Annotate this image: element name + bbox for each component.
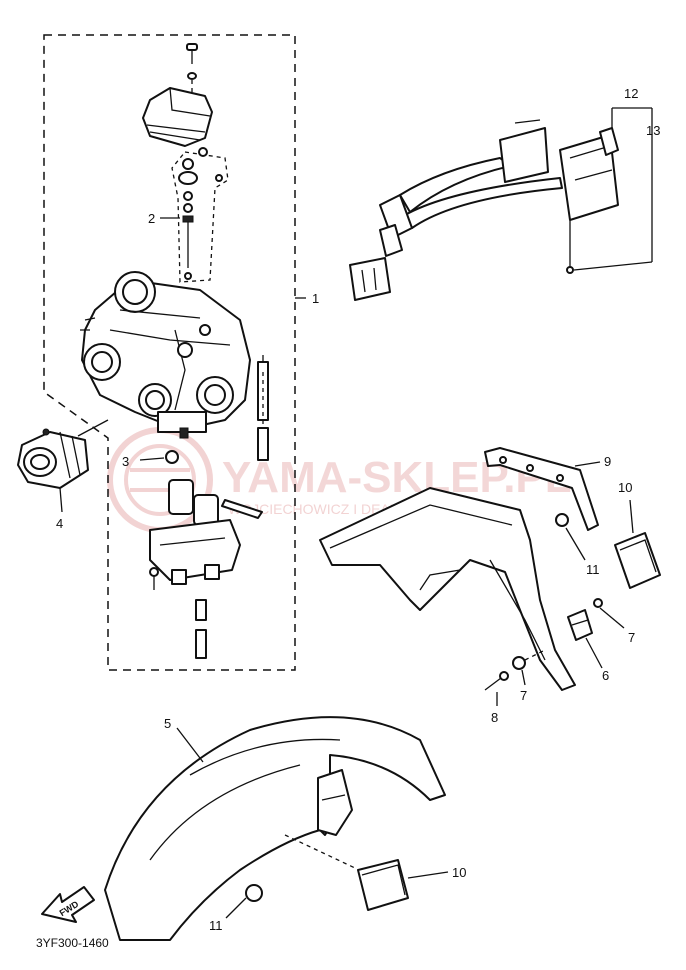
callout-7-right: 7 bbox=[628, 630, 635, 645]
callout-6: 6 bbox=[602, 668, 609, 683]
callout-11-lower: 11 bbox=[209, 918, 223, 933]
reflector-holder bbox=[567, 609, 593, 641]
callout-11-upper: 11 bbox=[586, 562, 600, 577]
callout-10-upper: 10 bbox=[618, 480, 632, 495]
callout-9: 9 bbox=[604, 454, 611, 469]
float-bowl bbox=[149, 479, 241, 590]
rear-reflector bbox=[614, 532, 661, 589]
carburetor-group: 2 1 3 bbox=[43, 34, 319, 671]
front-fender bbox=[104, 716, 446, 941]
carburetor-body bbox=[80, 271, 251, 439]
callout-13: 13 bbox=[646, 123, 660, 138]
needle-kit bbox=[178, 147, 223, 280]
callout-12: 12 bbox=[624, 86, 638, 101]
diagram-code: 3YF300-1460 bbox=[36, 936, 109, 950]
license-bracket bbox=[484, 447, 599, 531]
callout-4: 4 bbox=[56, 516, 63, 531]
forward-arrow-icon: FWD bbox=[41, 886, 95, 923]
carburetor-cover bbox=[142, 87, 213, 147]
callout-10-lower: 10 bbox=[452, 865, 466, 880]
callout-2: 2 bbox=[148, 211, 155, 226]
front-reflector bbox=[357, 859, 409, 911]
rear-fender bbox=[319, 487, 576, 691]
callout-7-left: 7 bbox=[520, 688, 527, 703]
relay-harness bbox=[349, 119, 619, 301]
callout-1: 1 bbox=[312, 291, 319, 306]
callout-8: 8 bbox=[491, 710, 498, 725]
intake-joint: 4 bbox=[17, 419, 109, 531]
callout-3: 3 bbox=[122, 454, 129, 469]
bolt-8 bbox=[484, 671, 509, 691]
callout-5: 5 bbox=[164, 716, 171, 731]
